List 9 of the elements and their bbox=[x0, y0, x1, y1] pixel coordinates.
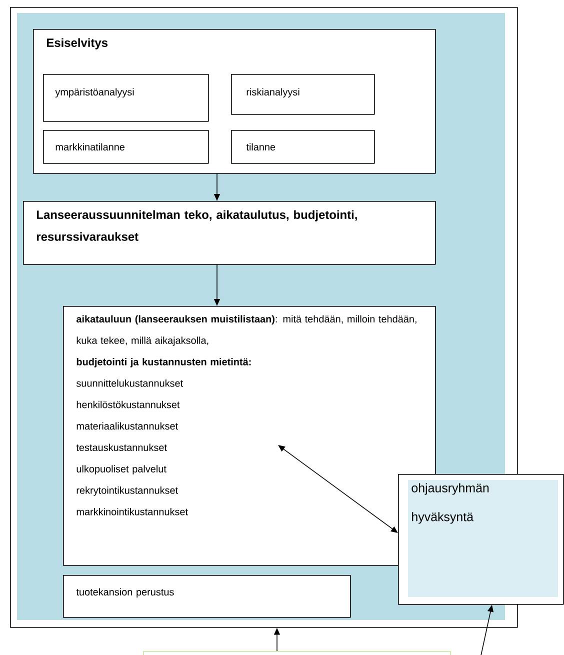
process-box: Lanseeraussuunnitelman teko, aikataulutus, budjetointi, resurssivaraukset bbox=[23, 201, 436, 265]
box bbox=[143, 651, 451, 655]
item-box: riskianalyysi bbox=[231, 74, 375, 115]
item-box: markkinatilanne bbox=[43, 130, 209, 164]
item-box: ympäristöanalyysi bbox=[43, 74, 209, 122]
item-box: tilanne bbox=[231, 130, 375, 164]
arrow bbox=[278, 445, 398, 533]
approval-box: ohjausryhmän hyväksyntä bbox=[398, 474, 564, 605]
process-box: tuotekansion perustus bbox=[63, 575, 351, 618]
